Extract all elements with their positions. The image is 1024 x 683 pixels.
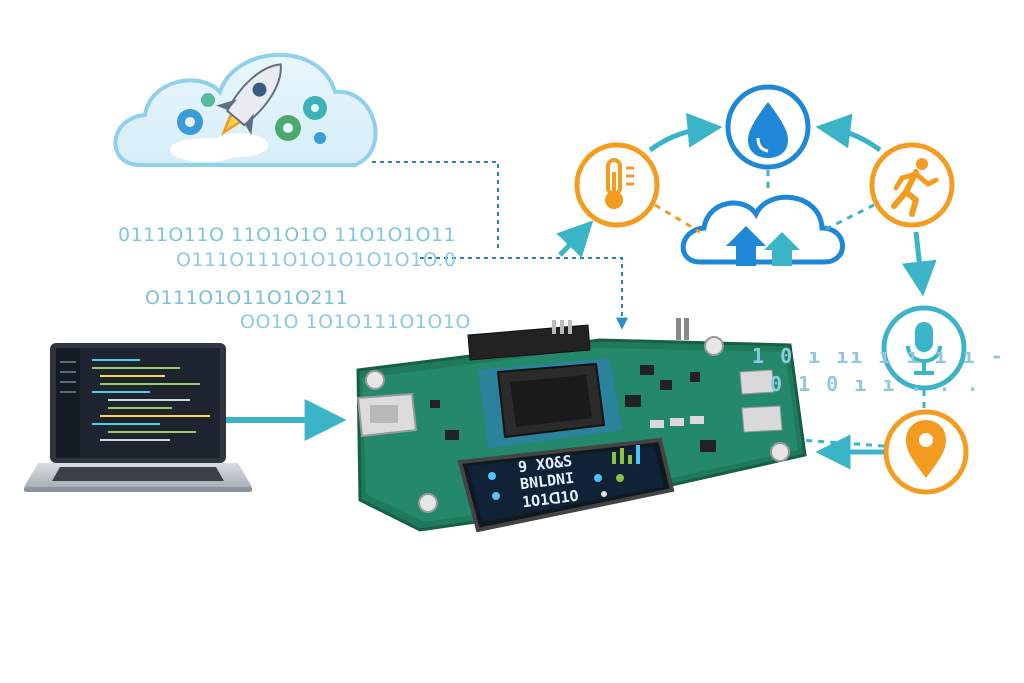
sensor-arrows: [556, 112, 937, 470]
dashed-links: [654, 203, 701, 234]
binary-text: 0111O11O 11O1O1O 11O1O1O11: [118, 224, 457, 246]
gear-icon: [177, 93, 327, 144]
rocket-icon: [216, 63, 282, 136]
running-person-icon: [869, 142, 955, 228]
cloud-rocket-icon: [113, 52, 378, 167]
cloud-upload-icon: [680, 194, 845, 266]
binary-stream: 0 1 0 ı ı . . .: [770, 372, 981, 396]
data-link-line: [420, 257, 628, 330]
laptop-icon: [24, 343, 252, 492]
microcontroller-board: [356, 318, 807, 533]
binary-text: O111O111O1O1O1O1O1O.0: [176, 249, 457, 271]
thermometer-icon: [574, 142, 660, 228]
binary-text: OO1O 1O1O111O1O1O: [240, 311, 471, 333]
cloud-link-line: [372, 161, 499, 250]
binary-stream: 1 0 ı ıı ı ı ı ı -: [752, 344, 1005, 368]
location-pin-icon: [883, 409, 969, 495]
microphone-icon: [881, 305, 967, 391]
binary-text: O111O1O11O1O211: [145, 287, 349, 309]
water-drop-icon: [725, 84, 811, 170]
dashed-links-teal: [766, 170, 926, 448]
